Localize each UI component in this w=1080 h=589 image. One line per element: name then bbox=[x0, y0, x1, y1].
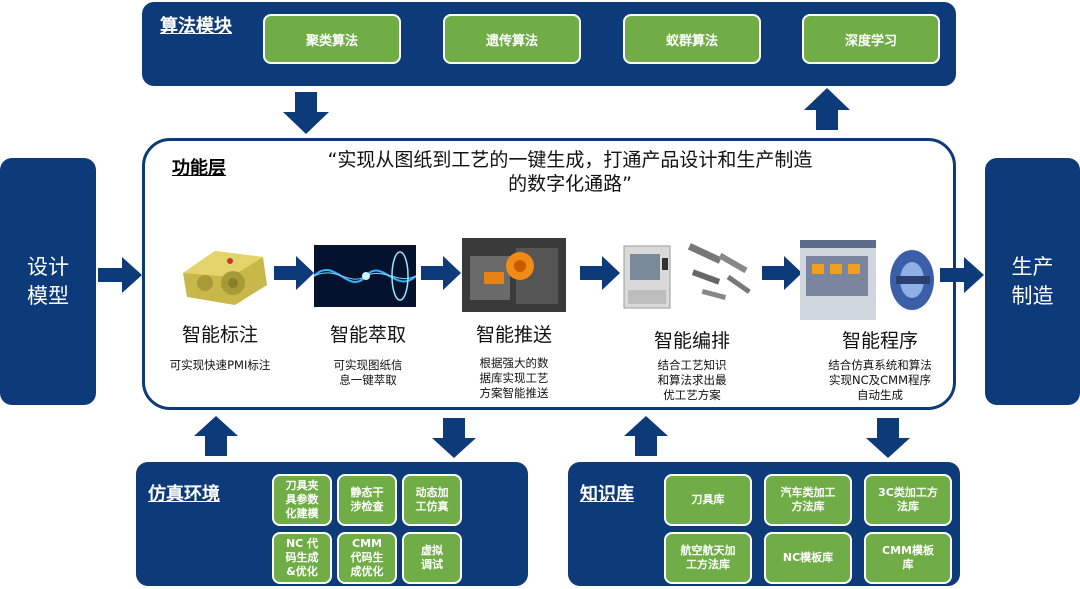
stage-smart-annotation-title: 智能标注 bbox=[181, 324, 258, 346]
stage-smart-scheduling-desc-line: 结合工艺知识 bbox=[657, 358, 727, 372]
stage-smart-scheduling-desc: 结合工艺知识 和算法求出最 优工艺方案 bbox=[632, 358, 752, 403]
design-model-line1: 设计 bbox=[27, 254, 69, 279]
stage-smart-program-desc-line: 结合仿真系统和算法 bbox=[828, 358, 932, 372]
arrow-up-simulation bbox=[194, 416, 238, 456]
sim-line: 成优化 bbox=[350, 565, 384, 578]
kb-nc-template-library: NC模板库 bbox=[764, 532, 852, 584]
sim-static-interference: 静态干涉检查 bbox=[337, 474, 397, 526]
algo-deep-learning: 深度学习 bbox=[802, 14, 940, 64]
stage-smart-program-desc: 结合仿真系统和算法 实现NC及CMM程序 自动生成 bbox=[800, 358, 960, 403]
stage-smart-program-desc-line: 实现NC及CMM程序 bbox=[828, 373, 931, 387]
sim-line: 化建模 bbox=[285, 507, 319, 520]
sim-tool-fixture-modeling: 刀具夹具参数化建模 bbox=[272, 474, 332, 526]
arrow-down-knowledge bbox=[866, 418, 910, 458]
kb-line: 航空航天加 bbox=[680, 544, 736, 557]
kb-line: 方法库 bbox=[791, 500, 825, 513]
simulation-title: 仿真环境 bbox=[148, 484, 220, 505]
kb-auto-machining-library: 汽车类加工方法库 bbox=[764, 474, 852, 526]
arrow-up-knowledge bbox=[624, 416, 668, 456]
stage-smart-program-desc-line: 自动生成 bbox=[857, 388, 903, 402]
sim-line: 码生成 bbox=[285, 551, 319, 564]
stage-smart-push-desc: 根据强大的数 据库实现工艺 方案智能推送 bbox=[454, 356, 574, 401]
arrow-right-production bbox=[940, 257, 984, 293]
production-box: 生产制造 bbox=[985, 158, 1080, 405]
kb-line: 3C类加工方 bbox=[878, 486, 938, 499]
cnc-machine-image bbox=[623, 243, 751, 309]
design-model-line2: 模型 bbox=[27, 283, 69, 308]
stage-smart-extraction-title: 智能萃取 bbox=[329, 324, 406, 346]
arrow-down-algorithm bbox=[283, 92, 329, 134]
sim-nc-code-gen: NC 代码生成&优化 bbox=[272, 532, 332, 584]
function-layer-quote: “实现从图纸到工艺的一键生成，打通产品设计和生产制造 的数字化通路” bbox=[270, 148, 870, 196]
arrow-up-algorithm bbox=[804, 88, 850, 130]
simulation-panel bbox=[136, 462, 528, 586]
arrow-right-design bbox=[98, 257, 142, 293]
kb-line: CMM模板 bbox=[882, 544, 934, 557]
gearbox-image bbox=[183, 251, 267, 305]
engine-image bbox=[462, 238, 566, 312]
arrow-right-2 bbox=[421, 256, 461, 290]
stage-smart-push-title: 智能推送 bbox=[475, 324, 552, 346]
production-line1: 生产 bbox=[1011, 254, 1054, 279]
sim-line: 涉检查 bbox=[350, 500, 384, 513]
algo-clustering: 聚类算法 bbox=[263, 14, 401, 64]
sim-line: &优化 bbox=[286, 565, 318, 578]
sim-dynamic-machining: 动态加工仿真 bbox=[402, 474, 462, 526]
kb-cmm-template-library: CMM模板库 bbox=[864, 532, 952, 584]
sim-line: CMM bbox=[352, 537, 382, 550]
stage-smart-program-title: 智能程序 bbox=[841, 330, 918, 352]
arrow-right-1 bbox=[274, 256, 314, 290]
sim-line: NC 代 bbox=[285, 537, 319, 550]
data-wave-image bbox=[314, 245, 416, 307]
knowledge-title: 知识库 bbox=[580, 484, 634, 505]
stage-smart-scheduling-desc-line: 优工艺方案 bbox=[663, 388, 721, 402]
function-layer-title: 功能层 bbox=[172, 158, 226, 179]
stage-smart-scheduling-title: 智能编排 bbox=[653, 330, 730, 352]
kb-line: 工方法库 bbox=[686, 558, 730, 571]
sim-line: 动态加 bbox=[415, 486, 449, 499]
stage-smart-annotation-desc-line: 可实现快速PMI标注 bbox=[169, 358, 271, 372]
sim-line: 刀具夹 bbox=[285, 479, 319, 492]
stage-smart-extraction-desc-line: 可实现图纸信 bbox=[333, 358, 403, 372]
sim-line: 虚拟 bbox=[421, 544, 443, 557]
arrow-down-simulation bbox=[432, 418, 476, 458]
sim-line: 具参数 bbox=[285, 493, 319, 506]
algorithm-module-title: 算法模块 bbox=[160, 16, 232, 37]
stage-smart-annotation-desc: 可实现快速PMI标注 bbox=[150, 358, 290, 373]
kb-3c-machining-library: 3C类加工方法库 bbox=[864, 474, 952, 526]
sim-line: 工仿真 bbox=[415, 500, 449, 513]
production-line2: 制造 bbox=[1011, 283, 1054, 308]
arrow-right-4 bbox=[762, 256, 802, 290]
kb-line: 法库 bbox=[896, 500, 919, 513]
kb-tool-library: 刀具库 bbox=[664, 474, 752, 526]
quote-line-2: 的数字化通路” bbox=[508, 173, 632, 195]
sim-line: 代码生 bbox=[350, 551, 384, 564]
sim-line: 静态干 bbox=[350, 486, 384, 499]
arrow-right-3 bbox=[580, 256, 620, 290]
stage-smart-extraction-desc: 可实现图纸信 息一键萃取 bbox=[308, 358, 428, 388]
kb-line: NC模板库 bbox=[782, 551, 834, 564]
cnc-program-image bbox=[800, 240, 934, 320]
quote-line-1: “实现从图纸到工艺的一键生成，打通产品设计和生产制造 bbox=[327, 149, 813, 171]
sim-line: 调试 bbox=[421, 558, 443, 571]
design-model-box: 设计模型 bbox=[0, 158, 96, 405]
stage-smart-push-desc-line: 根据强大的数 bbox=[479, 356, 549, 370]
algo-ant-colony: 蚁群算法 bbox=[623, 14, 761, 64]
algo-genetic: 遗传算法 bbox=[443, 14, 581, 64]
kb-line: 刀具库 bbox=[691, 493, 725, 506]
kb-line: 库 bbox=[902, 558, 914, 571]
kb-line: 汽车类加工 bbox=[780, 486, 836, 499]
sim-virtual-debug: 虚拟调试 bbox=[402, 532, 462, 584]
kb-aerospace-library: 航空航天加工方法库 bbox=[664, 532, 752, 584]
stage-smart-push-desc-line: 方案智能推送 bbox=[479, 386, 549, 400]
stage-smart-scheduling-desc-line: 和算法求出最 bbox=[657, 373, 727, 387]
stage-smart-extraction-desc-line: 息一键萃取 bbox=[339, 373, 397, 387]
stage-smart-push-desc-line: 据库实现工艺 bbox=[479, 371, 549, 385]
